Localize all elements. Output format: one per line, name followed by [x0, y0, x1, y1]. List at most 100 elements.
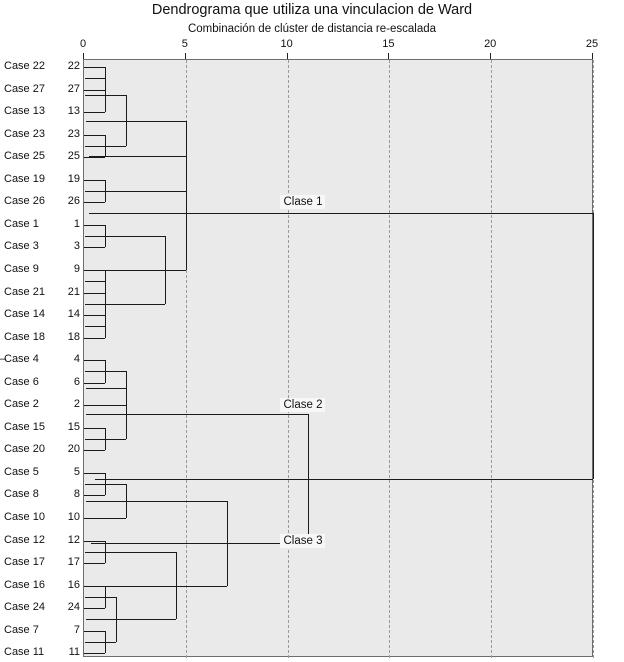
dendrogram-branch-horizontal [95, 478, 593, 480]
dendrogram-branch-horizontal [84, 112, 105, 114]
leaf-label: Case 13 [4, 105, 45, 118]
cluster-annotation-label: Clase 2 [280, 398, 326, 413]
dendrogram-branch-vertical [125, 388, 127, 440]
leaf-number: 18 [67, 330, 80, 343]
gridline [185, 60, 187, 658]
dendrogram-branch-horizontal [85, 596, 116, 598]
leaf-number: 1 [73, 217, 80, 230]
leaf-label: Case 2 [4, 398, 39, 411]
dendrogram-branch-horizontal [84, 630, 105, 632]
leaf-number: 23 [67, 127, 80, 140]
leaf-number: 6 [73, 375, 80, 388]
dendrogram-branch-horizontal [91, 543, 308, 545]
leaf-number: 26 [67, 195, 80, 208]
leaf-number: 8 [73, 488, 80, 501]
leaf-label: Case 16 [4, 578, 45, 591]
leaf-number: 27 [67, 82, 80, 95]
dendrogram-branch-vertical [104, 472, 106, 496]
leaf-label: Case 19 [4, 172, 45, 185]
dendrogram-branch-vertical [175, 551, 177, 620]
dendrogram-branch-horizontal [89, 212, 593, 214]
dendrogram-branch-vertical [104, 585, 106, 609]
leaf-number: 20 [67, 443, 80, 456]
dendrogram-branch-horizontal [85, 619, 176, 621]
dendrogram-branch-horizontal [85, 95, 126, 97]
leaf-number: 12 [67, 533, 80, 546]
dendrogram-branch-horizontal [85, 642, 116, 644]
dendrogram-branch-horizontal [84, 67, 105, 68]
leaf-number: 25 [67, 150, 80, 163]
dendrogram-branch-horizontal [84, 89, 105, 91]
leaf-label: Case 14 [4, 308, 45, 321]
dendrogram-branch-horizontal [84, 292, 105, 294]
dendrogram-branch-horizontal [84, 450, 105, 452]
leaf-label: Case 6 [4, 375, 39, 388]
leaf-number: 16 [67, 578, 80, 591]
dendrogram-branch-vertical [104, 224, 106, 248]
dendrogram-branch-horizontal [85, 439, 126, 441]
leaf-number: 24 [67, 601, 80, 614]
leaf-label: Case 17 [4, 556, 45, 569]
dendrogram-branch-horizontal [84, 134, 105, 136]
dendrogram-branch-horizontal [85, 236, 166, 238]
dendrogram-branch-horizontal [84, 202, 105, 204]
dendrogram-branch-horizontal [84, 653, 105, 655]
dendrogram-branch-horizontal [85, 551, 176, 553]
leaf-number: 9 [73, 262, 80, 275]
axis-tick-mark [83, 53, 84, 60]
dendrogram-branch-horizontal [84, 382, 105, 384]
dendrogram-branch-horizontal [85, 303, 166, 305]
dendrogram-branch-horizontal [84, 518, 126, 519]
chart-title: Dendrograma que utiliza una vinculacion … [151, 2, 473, 18]
dendrogram-branch-vertical [104, 134, 106, 158]
dendrogram-branch-horizontal [84, 472, 105, 474]
dendrogram-branch-horizontal [84, 405, 126, 407]
dendrogram-branch-horizontal [84, 540, 105, 542]
dendrogram-branch-horizontal [84, 608, 105, 610]
leaf-number: 5 [73, 465, 80, 478]
leaf-label: Case 1 [4, 217, 39, 230]
gridline [389, 60, 391, 658]
leaf-label: Case 3 [4, 240, 39, 253]
dendrogram-branch-horizontal [86, 388, 126, 390]
dendrogram-branch-horizontal [85, 78, 105, 80]
axis-tick-label: 25 [585, 38, 599, 50]
axis-tick-mark [490, 53, 492, 60]
axis-tick-mark [286, 53, 288, 60]
dendrogram-branch-horizontal [85, 191, 186, 193]
leaf-label: Case 26 [4, 195, 45, 208]
leaf-label: Case 22 [4, 60, 45, 72]
dendrogram-branch-horizontal [84, 247, 105, 249]
dendrogram-branch-vertical [104, 269, 106, 293]
dendrogram-branch-horizontal [88, 269, 186, 271]
leaf-number: 13 [67, 105, 80, 118]
axis-tick-mark [592, 53, 593, 60]
leaf-number: 7 [73, 623, 80, 636]
dendrogram-branch-horizontal [86, 413, 308, 415]
dendrogram-branch-horizontal [89, 155, 186, 157]
dendrogram-branch-horizontal [84, 337, 105, 339]
leaf-number: 10 [67, 511, 80, 523]
dendrogram-branch-horizontal [84, 157, 105, 159]
dendrogram-branch-vertical [104, 78, 106, 113]
leaf-number: 11 [68, 646, 80, 659]
leaf-label: Case 20 [4, 443, 45, 456]
dendrogram-branch-vertical [104, 315, 106, 338]
leaf-number: 19 [67, 172, 80, 185]
dendrogram-branch-horizontal [84, 360, 105, 362]
leaf-label: Case 25 [4, 150, 45, 163]
axis-tick-mark [388, 53, 390, 60]
leaf-label: Case 11 [4, 646, 45, 659]
leaf-label: Case 7 [4, 623, 39, 636]
axis-tick-label: 15 [382, 38, 395, 50]
dendrogram-branch-horizontal [85, 145, 126, 147]
dendrogram-branch-horizontal [84, 563, 105, 565]
leaf-number: 21 [67, 285, 80, 298]
leaf-label: Case 23 [4, 127, 45, 140]
leaf-marker-icon: – [0, 353, 7, 366]
leaf-number: 14 [67, 308, 80, 321]
leaf-number: 3 [73, 240, 80, 253]
gridline [491, 60, 493, 658]
leaf-number: 15 [67, 420, 80, 433]
